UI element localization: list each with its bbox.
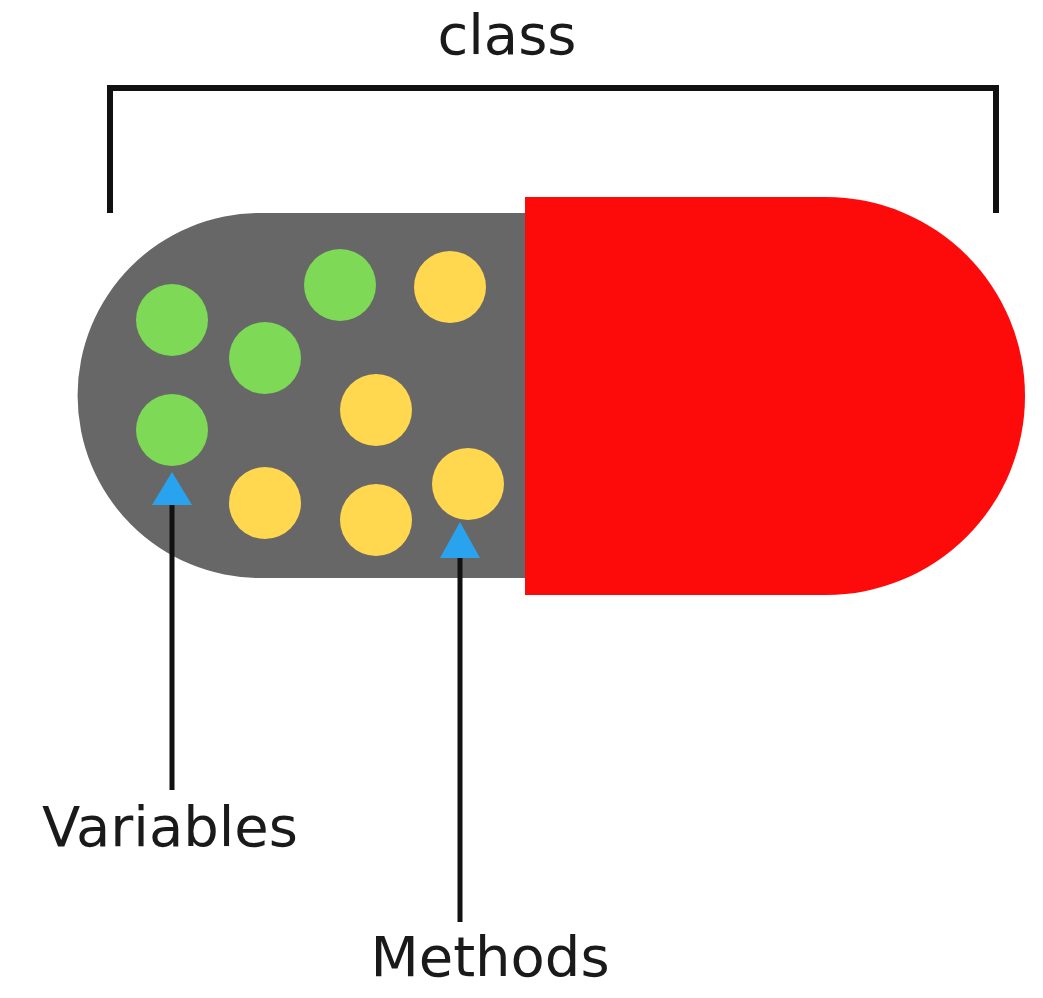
class-bracket (110, 88, 996, 213)
class-title: class (437, 4, 576, 66)
methods-pointer (440, 522, 480, 558)
capsule-red-half (525, 197, 1025, 595)
part-label: Methods (370, 926, 609, 988)
variables-leader (170, 500, 175, 790)
variables-pointer (152, 472, 192, 505)
methods-leader (458, 555, 463, 922)
capsule-grey-half (78, 213, 525, 578)
variable-dots (136, 249, 376, 466)
part-label: Variables (42, 796, 298, 858)
method-dots (229, 251, 504, 556)
